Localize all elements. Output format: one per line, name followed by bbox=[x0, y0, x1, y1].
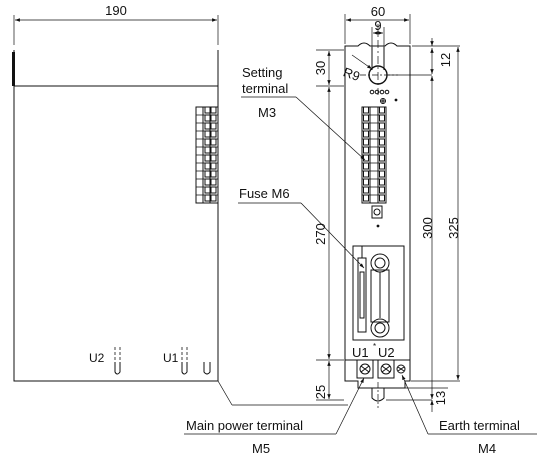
side-u1-label: U1 bbox=[163, 351, 179, 365]
fuse-holder bbox=[352, 245, 405, 341]
side-view: 190 U2 U1 bbox=[12, 3, 219, 382]
dimension-300: 300 bbox=[420, 217, 435, 239]
svg-text:M5: M5 bbox=[252, 441, 270, 456]
dimension-60: 60 bbox=[371, 4, 385, 19]
terminal-screw bbox=[363, 146, 369, 154]
terminal-screw bbox=[210, 194, 217, 202]
terminal-screw bbox=[363, 170, 369, 178]
terminal-screw bbox=[363, 194, 369, 202]
terminal-screw bbox=[363, 178, 369, 186]
side-terminal-u1 bbox=[181, 347, 188, 375]
terminal-screw bbox=[363, 154, 369, 162]
terminal-screw bbox=[210, 138, 217, 146]
dimension-13: 13 bbox=[433, 391, 448, 405]
terminal-screw bbox=[363, 130, 369, 138]
terminal-screw bbox=[204, 146, 211, 154]
front-u1-label: U1 bbox=[352, 345, 369, 360]
terminal-screw bbox=[204, 138, 211, 146]
terminal-screw bbox=[379, 114, 385, 122]
terminal-screw bbox=[210, 114, 217, 122]
terminal-screw bbox=[210, 122, 217, 130]
svg-text:M4: M4 bbox=[478, 441, 496, 456]
terminal-screw bbox=[363, 138, 369, 146]
side-terminal-u2 bbox=[114, 347, 121, 375]
terminal-screw bbox=[210, 106, 217, 114]
dimension-r9: R9 bbox=[341, 64, 362, 84]
terminal-screw bbox=[379, 154, 385, 162]
terminal-screw bbox=[363, 122, 369, 130]
dimension-270: 270 bbox=[313, 223, 328, 245]
terminal-screw bbox=[204, 170, 211, 178]
terminal-screw bbox=[210, 130, 217, 138]
callout-setting-terminal: Setting terminal M3 bbox=[241, 65, 366, 161]
side-view-body bbox=[13, 85, 219, 382]
terminal-screw bbox=[210, 146, 217, 154]
svg-text:Main power terminal: Main power terminal bbox=[186, 418, 303, 433]
svg-text:*: * bbox=[373, 342, 376, 351]
terminal-screw bbox=[210, 154, 217, 162]
callout-fuse: Fuse M6 bbox=[238, 186, 365, 269]
terminal-screw bbox=[379, 186, 385, 194]
terminal-screw bbox=[204, 122, 211, 130]
terminal-screw bbox=[379, 122, 385, 130]
svg-text:Earth terminal: Earth terminal bbox=[439, 418, 520, 433]
terminal-screw bbox=[204, 194, 211, 202]
terminal-screw bbox=[379, 146, 385, 154]
terminal-screw bbox=[204, 186, 211, 194]
terminal-screw bbox=[204, 178, 211, 186]
indicator-leds bbox=[369, 89, 398, 104]
terminal-screw bbox=[204, 162, 211, 170]
terminal-screw bbox=[204, 154, 211, 162]
mounting-slot-bottom bbox=[371, 388, 385, 402]
terminal-screw bbox=[379, 162, 385, 170]
terminal-screw bbox=[210, 162, 217, 170]
dimension-12: 12 bbox=[438, 53, 453, 67]
main-power-terminals bbox=[345, 359, 410, 379]
side-terminal-block bbox=[195, 106, 219, 204]
terminal-screw bbox=[204, 106, 211, 114]
front-dimensions: 60 9 R9 12 300 13 325 30 bbox=[313, 4, 461, 412]
terminal-screw bbox=[379, 178, 385, 186]
terminal-screw bbox=[363, 114, 369, 122]
terminal-screw bbox=[379, 138, 385, 146]
callout-earth-terminal: Earth terminal M4 bbox=[401, 374, 537, 456]
dimension-25: 25 bbox=[313, 385, 328, 399]
terminal-screw bbox=[379, 106, 385, 114]
front-u2-label: U2 bbox=[378, 345, 395, 360]
dimension-190: 190 bbox=[105, 3, 127, 18]
terminal-screw bbox=[210, 170, 217, 178]
callout-main-power-terminal: Main power terminal M5 bbox=[184, 377, 365, 456]
terminal-screw bbox=[379, 194, 385, 202]
terminal-screw bbox=[379, 130, 385, 138]
terminal-screw bbox=[210, 186, 217, 194]
svg-text:Fuse M6: Fuse M6 bbox=[239, 186, 290, 201]
dimension-325: 325 bbox=[446, 217, 461, 239]
terminal-screw bbox=[363, 186, 369, 194]
svg-text:Setting: Setting bbox=[242, 65, 282, 80]
terminal-screw bbox=[379, 170, 385, 178]
terminal-screw bbox=[204, 130, 211, 138]
side-u2-label: U2 bbox=[89, 351, 105, 365]
terminal-screw bbox=[363, 106, 369, 114]
terminal-screw bbox=[204, 114, 211, 122]
setting-terminal-block bbox=[361, 106, 387, 204]
dimension-30: 30 bbox=[313, 61, 328, 75]
terminal-screw bbox=[363, 162, 369, 170]
dimension-9: 9 bbox=[374, 18, 381, 33]
svg-text:terminal: terminal bbox=[242, 81, 288, 96]
svg-text:M3: M3 bbox=[258, 105, 276, 120]
terminal-screw bbox=[210, 178, 217, 186]
